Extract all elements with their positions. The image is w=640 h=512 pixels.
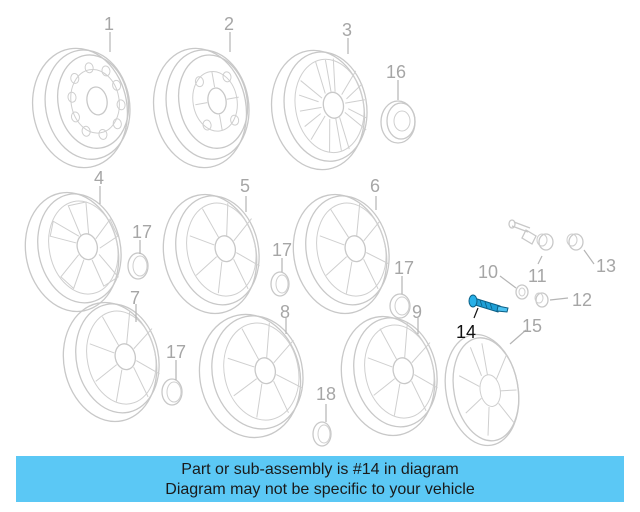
callout-17-c: 17	[394, 258, 414, 278]
callout-1: 1	[104, 14, 114, 34]
center-cap-17-c	[389, 293, 411, 319]
wheel-4	[24, 191, 122, 313]
wheel-8	[198, 313, 304, 439]
callout-9: 9	[412, 302, 422, 322]
callout-numbers: 1 2 3 4 5 6 7 8 9 10 11 12 13 14 15 16 1…	[94, 14, 616, 404]
callout-13: 13	[596, 256, 616, 276]
center-cap-17-a	[127, 252, 149, 280]
callout-11: 11	[528, 266, 547, 286]
wheel-2	[152, 47, 250, 169]
callout-8: 8	[280, 302, 290, 322]
callout-4: 4	[94, 168, 104, 188]
callout-17-b: 17	[272, 240, 292, 260]
valve-stem-11	[508, 219, 554, 251]
wheel-5	[162, 193, 260, 315]
callout-17-d: 17	[166, 342, 186, 362]
center-cap-16	[380, 100, 416, 144]
caption-line-1: Part or sub-assembly is #14 in diagram	[181, 461, 459, 478]
callout-15: 15	[522, 316, 542, 336]
callout-2: 2	[224, 14, 234, 34]
wheel-6	[292, 193, 390, 315]
caption-banner: Part or sub-assembly is #14 in diagram D…	[16, 456, 624, 502]
wheel-3	[270, 49, 368, 171]
highlighted-part-14	[468, 294, 509, 313]
callout-6: 6	[370, 176, 380, 196]
wheel-1	[31, 47, 131, 169]
valve-cap-13	[566, 233, 584, 251]
center-cap-18	[312, 421, 332, 447]
caption-line-2: Diagram may not be specific to your vehi…	[165, 481, 475, 498]
wheel-7	[62, 301, 160, 423]
callout-18: 18	[316, 384, 336, 404]
valve-nut-10	[515, 284, 529, 300]
wheel-cover-15	[444, 333, 520, 447]
callout-5: 5	[240, 176, 250, 196]
callout-10: 10	[478, 262, 498, 282]
leader-lines	[99, 32, 595, 422]
callout-14: 14	[456, 322, 476, 342]
callout-16: 16	[386, 62, 406, 82]
callout-3: 3	[342, 20, 352, 40]
center-cap-17-b	[270, 271, 290, 297]
valve-cap-12	[534, 292, 549, 308]
callout-7: 7	[130, 288, 140, 308]
callout-17-a: 17	[132, 222, 152, 242]
wheel-9	[340, 315, 438, 437]
callout-12: 12	[572, 290, 592, 310]
center-cap-17-d	[161, 378, 183, 406]
